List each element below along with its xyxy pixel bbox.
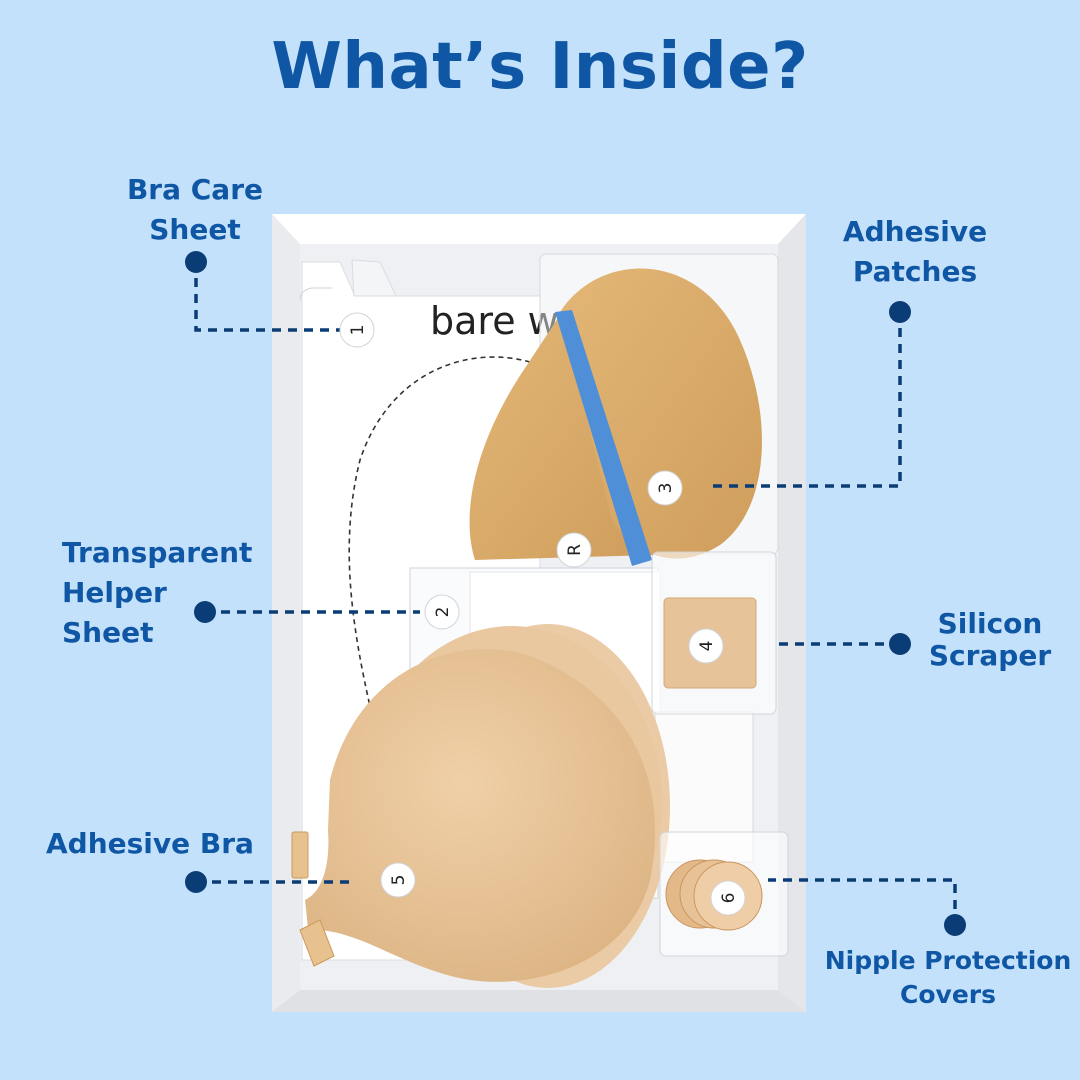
page-title: What’s Inside? [271, 30, 809, 104]
badge-2: 2 [424, 594, 460, 630]
label-adhesive-patches: Adhesive Patches [842, 215, 988, 288]
badge-2-number: 2 [433, 607, 453, 618]
number-badges: 1 2 3 4 5 6 R [339, 312, 746, 916]
badge-1: 1 [339, 312, 375, 348]
connector-dots [185, 251, 966, 936]
label-adhesive-bra: Adhesive Bra [46, 827, 254, 860]
badge-5-number: 5 [389, 875, 409, 886]
contour-outline [348, 356, 531, 716]
badge-1-number: 1 [348, 325, 368, 336]
badge-3: 3 [647, 470, 683, 506]
label-nipple-protection-covers: Nipple Protection Covers [824, 946, 1072, 1009]
badge-3-number: 3 [656, 483, 676, 494]
label-silicon-scraper: Silicon Scraper [928, 607, 1052, 672]
badge-4: 4 [688, 628, 724, 664]
scraper-stripe [555, 310, 652, 566]
badge-4-number: 4 [697, 641, 717, 652]
side-marker: R [565, 544, 585, 556]
label-bra-care-sheet: Bra Care Sheet [126, 173, 264, 246]
badge-5: 5 [380, 862, 416, 898]
badge-6: 6 [710, 880, 746, 916]
badge-6-number: 6 [719, 893, 739, 904]
badge-r: R [556, 532, 592, 568]
label-transparent-helper-sheet: Transparent Helper Sheet [62, 536, 253, 649]
adhesive-bra [291, 624, 670, 988]
connector-lines [194, 262, 957, 925]
